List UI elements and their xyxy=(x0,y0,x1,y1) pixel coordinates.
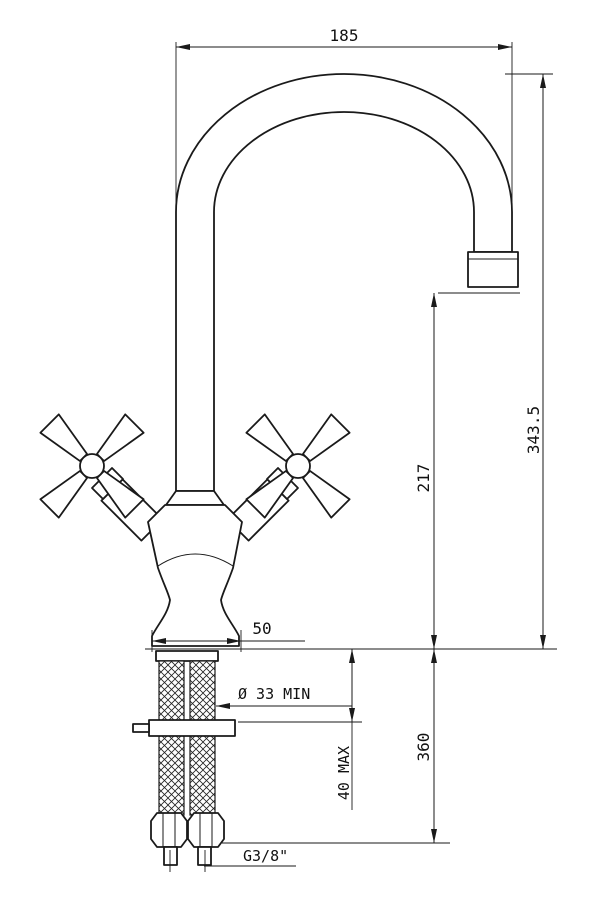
bracket-screw xyxy=(132,723,150,733)
right-hose-tail xyxy=(197,846,212,866)
dim-outlet-height: 217 xyxy=(414,292,520,649)
dim-spout-reach: 185 xyxy=(175,26,513,205)
shank-top-fitting xyxy=(155,650,219,662)
left-hex-nut xyxy=(150,812,188,848)
dim-overall-height: 343.5 xyxy=(505,73,553,649)
body-seam-line xyxy=(157,553,234,567)
dim-supply-length: 360 xyxy=(222,649,450,844)
label-thread: G3/8" xyxy=(169,847,296,872)
spout-tip xyxy=(467,251,519,288)
right-handle-cross xyxy=(245,413,351,519)
dim-overall-height-label: 343.5 xyxy=(524,406,543,454)
mounting-bracket xyxy=(148,719,236,737)
dim-base-width-label: 50 xyxy=(252,619,271,638)
right-handle xyxy=(226,413,351,542)
left-handle-cross xyxy=(39,413,145,519)
right-supply-hose xyxy=(189,660,216,816)
faucet-body xyxy=(147,504,243,647)
thread-label: G3/8" xyxy=(243,847,288,865)
left-handle xyxy=(39,413,164,542)
dim-supply-length-label: 360 xyxy=(414,733,433,762)
right-hex-nut xyxy=(187,812,225,848)
under-counter-assembly xyxy=(132,650,236,866)
right-handle-hub xyxy=(285,453,311,479)
dim-hole-min: Ø 33 MIN xyxy=(216,685,352,709)
spout-outline xyxy=(175,73,513,492)
dim-base-width: 50 xyxy=(151,619,305,652)
dim-hole-min-label: Ø 33 MIN xyxy=(238,685,310,703)
dim-outlet-height-label: 217 xyxy=(414,464,433,493)
spout-collar xyxy=(165,490,225,506)
dim-deck-max: 40 MAX xyxy=(238,649,362,810)
left-hose-tail xyxy=(163,846,178,866)
left-handle-hub xyxy=(79,453,105,479)
dim-deck-max-label: 40 MAX xyxy=(335,746,353,800)
spout xyxy=(165,73,519,506)
left-supply-hose xyxy=(158,660,185,816)
dim-spout-reach-label: 185 xyxy=(330,26,359,45)
body-outline xyxy=(147,504,243,647)
